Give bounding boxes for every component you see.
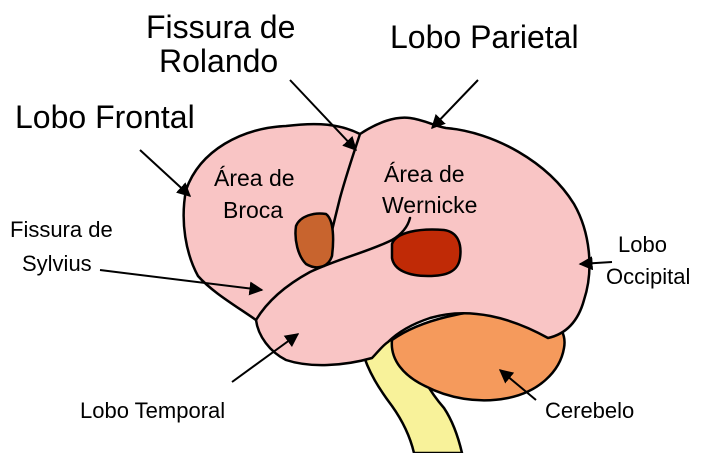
label-sylvius-line2: Sylvius bbox=[22, 251, 92, 276]
label-sylvius-line1: Fissura de bbox=[10, 217, 113, 242]
wernicke-area bbox=[392, 230, 460, 276]
label-rolando-line2: Rolando bbox=[159, 43, 278, 79]
label-occipital-line1: Lobo bbox=[618, 232, 667, 257]
arrow-parietal bbox=[432, 80, 478, 128]
broca-area bbox=[295, 214, 333, 268]
label-wernicke-line1: Área de bbox=[384, 161, 465, 187]
label-temporal: Lobo Temporal bbox=[80, 398, 225, 423]
label-broca-line1: Área de bbox=[214, 165, 295, 191]
label-rolando-line1: Fissura de bbox=[146, 9, 295, 45]
label-frontal: Lobo Frontal bbox=[15, 99, 195, 135]
label-parietal: Lobo Parietal bbox=[390, 19, 579, 55]
arrow-frontal bbox=[140, 150, 190, 196]
label-wernicke-line2: Wernicke bbox=[382, 192, 477, 218]
label-occipital-line2: Occipital bbox=[606, 264, 690, 289]
label-broca-line2: Broca bbox=[223, 197, 283, 223]
label-cerebelo: Cerebelo bbox=[545, 398, 634, 423]
